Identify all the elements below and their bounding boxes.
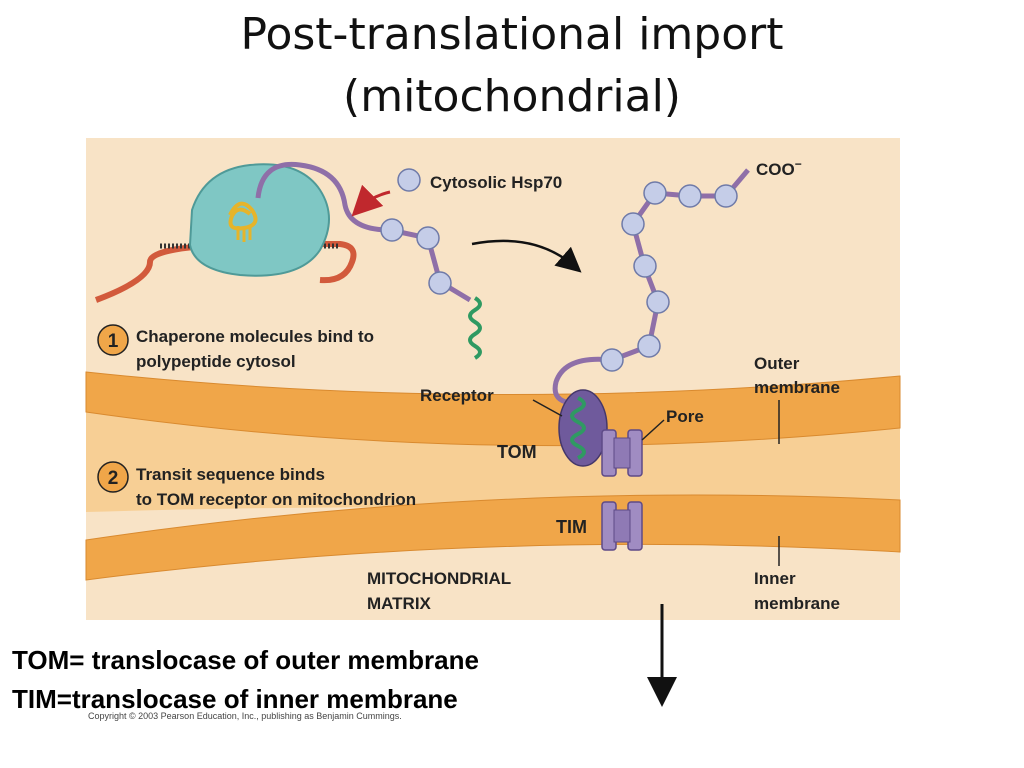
receptor-bound-helix — [570, 396, 586, 460]
step-1-badge — [97, 324, 129, 356]
inner-membrane-label-line-1: Inner — [754, 569, 796, 588]
step-1-text-line-2: polypeptide cytosol — [136, 352, 296, 371]
cytosolic-hsp70-label: Cytosolic Hsp70 — [430, 173, 562, 192]
tom-complex — [558, 389, 643, 477]
ribosome-complex — [94, 163, 357, 303]
step-2-number: 2 — [108, 468, 119, 489]
outer-membrane — [85, 371, 901, 447]
hsp70-molecule — [637, 334, 661, 358]
hsp70-molecule — [714, 184, 738, 208]
transit-sequence-helix — [468, 296, 482, 360]
hsp70-molecule — [600, 348, 624, 372]
hsp70-molecule — [380, 218, 404, 242]
title-line-2: (mitochondrial) — [343, 71, 681, 122]
inner-membrane-label-line-2: membrane — [754, 594, 840, 613]
importing-polypeptide — [552, 168, 750, 405]
inner-membrane — [85, 494, 901, 581]
tom-label: TOM — [497, 442, 537, 462]
step-1-number: 1 — [108, 331, 119, 352]
matrix-label-line-1: MITOCHONDRIAL — [367, 569, 511, 588]
membrane-system — [85, 371, 901, 581]
process-arrow — [471, 239, 582, 273]
nascent-knot-base — [236, 226, 252, 242]
polypeptide-chain-cytosol — [255, 161, 472, 303]
cytosolic-polypeptide — [255, 161, 482, 360]
pore-leader-line — [641, 419, 665, 441]
step-1-text-line-1: Chaperone molecules bind to — [136, 327, 374, 346]
receptor-leader-line — [532, 399, 563, 417]
tim-definition: TIM=translocase of inner membrane — [12, 684, 458, 714]
outer-membrane-label-line-2: membrane — [754, 378, 840, 397]
tim-pore — [601, 501, 643, 551]
copyright-notice: Copyright © 2003 Pearson Education, Inc.… — [88, 711, 402, 721]
hsp70-molecule — [621, 212, 645, 236]
ribosome — [188, 163, 330, 277]
hsp70-molecule — [646, 290, 670, 314]
tom-pore — [601, 429, 643, 477]
coo-label: COO− — [756, 157, 802, 179]
hsp70-molecule — [416, 226, 440, 250]
receptor-label: Receptor — [420, 386, 494, 405]
title-line-1: Post-translational import — [240, 9, 784, 60]
matrix-label-line-2: MATRIX — [367, 594, 432, 613]
hsp70-molecule — [397, 168, 421, 192]
hsp70-molecule — [678, 184, 702, 208]
tom-definition: TOM= translocase of outer membrane — [12, 645, 479, 675]
red-arrow — [351, 184, 391, 217]
hsp70-molecule — [428, 271, 452, 295]
step-2-text-line-2: to TOM receptor on mitochondrion — [136, 490, 416, 509]
hsp70-molecule — [633, 254, 657, 278]
tim-label: TIM — [556, 517, 587, 537]
outer-membrane-label-line-1: Outer — [754, 354, 800, 373]
pore-label: Pore — [666, 407, 704, 426]
step-2-badge — [97, 461, 129, 493]
step-2-text-line-1: Transit sequence binds — [136, 465, 325, 484]
hsp70-molecule — [643, 181, 667, 205]
